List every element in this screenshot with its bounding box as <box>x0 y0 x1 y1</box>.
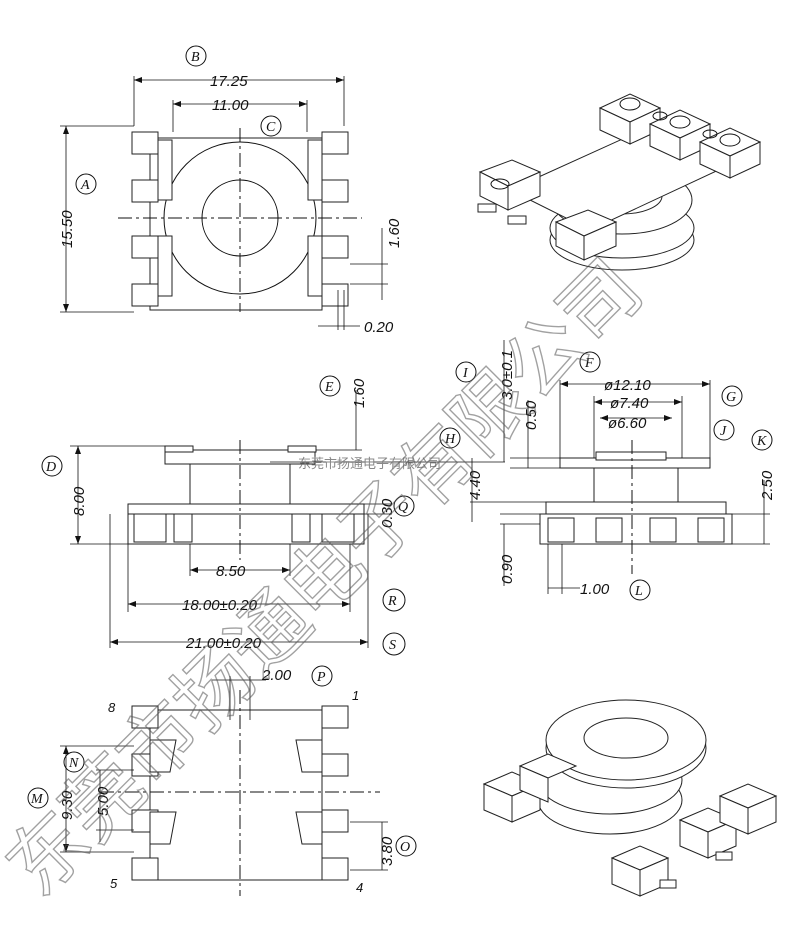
isometric-view-top <box>477 93 762 271</box>
side-view-inner-dimension: ø6.60 <box>608 415 647 432</box>
side-view-label-l: L <box>634 584 643 599</box>
side-view-label-k: K <box>756 434 767 449</box>
top-view-gap-dimension: 0.20 <box>364 319 394 336</box>
top-view-left-pins <box>131 131 173 307</box>
side-view: ø12.10 F G ø7.40 ø6.60 J 3.0±0.1 I 0.50 … <box>439 340 776 601</box>
top-view-label-b: B <box>191 50 200 65</box>
bottom-view: 2.00 P 9.30 M 5.00 N 3.80 O 1 4 5 8 <box>27 665 417 896</box>
front-view-inline-text: 东莞市扬通电子有限公司 <box>298 456 441 472</box>
isometric-view-bottom <box>482 699 778 897</box>
front-view-total-dimension: 21.00±0.20 <box>185 635 262 652</box>
top-view-right-pins <box>307 131 349 307</box>
side-view-l-dimension: 1.00 <box>580 581 610 598</box>
top-view-pad-dimension: 1.60 <box>386 218 403 248</box>
bottom-view-label-o: O <box>400 840 410 855</box>
side-view-base-dimension: 0.90 <box>499 554 516 584</box>
top-view-label-c: C <box>266 120 276 135</box>
front-view-label-s: S <box>389 638 396 653</box>
side-view-label-h: H <box>444 432 456 447</box>
front-view-top-dimension: 1.60 <box>351 378 368 408</box>
side-view-h-dimension: 0.50 <box>523 400 540 430</box>
front-view-label-d: D <box>45 460 56 475</box>
front-view-height-dimension: 8.00 <box>71 486 88 516</box>
top-view-label-a-circle <box>75 173 97 195</box>
side-view-body-dimension: 4.40 <box>467 470 484 500</box>
top-view-label-a: A <box>80 178 90 193</box>
bottom-view-pin-4: 4 <box>356 880 363 895</box>
side-view-label-g: G <box>726 390 736 405</box>
bottom-view-m-dimension: 9.30 <box>59 790 76 820</box>
top-view-width-dimension: 17.25 <box>210 73 248 90</box>
bottom-view-right-pins <box>295 705 349 881</box>
side-view-i-dimension: 3.0±0.1 <box>499 350 516 400</box>
side-view-outer-dimension: ø12.10 <box>604 377 651 394</box>
side-view-mid-dimension: ø7.40 <box>610 395 649 412</box>
top-view-label-c-circle <box>260 115 282 137</box>
side-view-k-dimension: 2.50 <box>759 470 776 501</box>
top-view: 17.25 B 11.00 C 15.50 A 1.60 0.20 <box>59 45 403 336</box>
bottom-view-o-dimension: 3.80 <box>379 836 396 866</box>
bottom-view-label-n: N <box>68 756 79 771</box>
top-view-label-b-circle <box>185 45 207 67</box>
front-view-core-dimension: 8.50 <box>216 563 246 580</box>
bottom-view-pin-1: 1 <box>352 688 359 703</box>
bottom-view-pin-8: 8 <box>108 700 116 715</box>
front-view-q-dimension: 0.30 <box>379 498 396 528</box>
bottom-view-p-dimension: 2.00 <box>261 667 292 684</box>
front-view-label-r: R <box>387 594 397 609</box>
front-view: 8.00 D 1.60 E 0.30 Q 8.50 18.00±0.20 R <box>41 375 505 656</box>
front-view-label-e: E <box>324 380 334 395</box>
side-view-label-j: J <box>720 424 727 439</box>
top-view-body <box>149 137 323 311</box>
top-view-height-dimension: 15.50 <box>59 210 76 248</box>
bottom-view-n-dimension: 5.00 <box>95 786 112 816</box>
top-view-inner-dimension: 11.00 <box>212 97 249 114</box>
bottom-view-pin-5: 5 <box>110 876 118 891</box>
bottom-view-left-pins <box>131 705 177 881</box>
front-view-span-dimension: 18.00±0.20 <box>182 597 258 614</box>
bottom-view-label-m: M <box>30 792 44 807</box>
bottom-view-label-p: P <box>316 670 326 685</box>
front-view-label-q: Q <box>398 500 408 515</box>
side-view-label-f: F <box>584 356 594 371</box>
side-view-label-i: I <box>462 366 469 381</box>
